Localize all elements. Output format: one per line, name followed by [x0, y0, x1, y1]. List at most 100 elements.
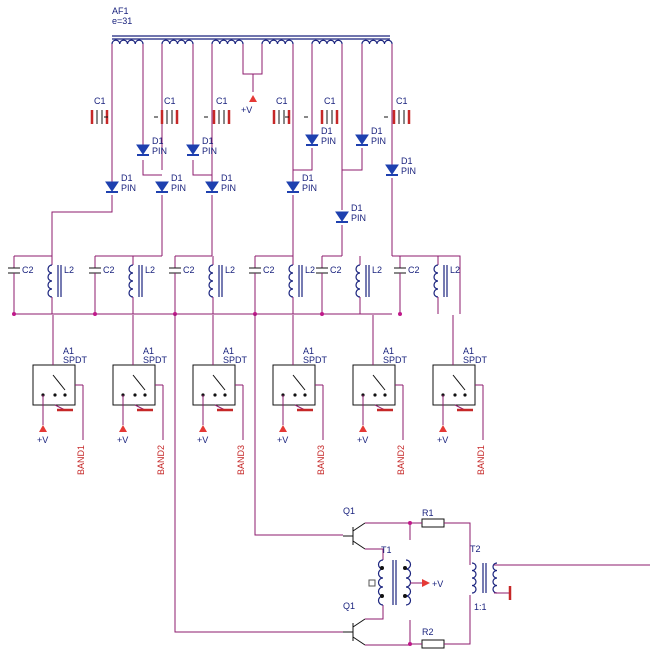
l2-label: L2: [372, 265, 382, 275]
diode-type: PIN: [121, 183, 136, 193]
diode-ref: D1: [401, 156, 413, 166]
c1-capacitor: C1: [212, 96, 231, 124]
switch-type: SPDT: [143, 355, 168, 365]
af1-core: [112, 35, 390, 40]
af1-ratio: e=31: [112, 16, 132, 26]
switch-supply: +V: [37, 435, 48, 445]
supply-label: +V: [241, 105, 252, 115]
c2-label: C2: [263, 265, 275, 275]
switch-ref: A1: [303, 346, 314, 356]
af1-winding-6: [361, 39, 393, 45]
af1-winding-1: [111, 39, 144, 45]
switch-supply: +V: [437, 435, 448, 445]
band-label: BAND3: [236, 445, 246, 475]
l2-label: L2: [145, 265, 155, 275]
c2-label: C2: [103, 265, 115, 275]
l2-label: L2: [64, 265, 74, 275]
af1-ref: AF1: [112, 6, 129, 16]
tank-circuit: C2 L2: [89, 256, 155, 316]
diode-ref: D1: [171, 173, 183, 183]
l2-label: L2: [450, 265, 460, 275]
diode-type: PIN: [302, 183, 317, 193]
diode-ref: D1: [351, 203, 363, 213]
diode-type: PIN: [152, 146, 167, 156]
c1-capacitor: C1: [320, 96, 339, 124]
diode-type: PIN: [351, 213, 366, 223]
diode-type: PIN: [371, 136, 386, 146]
diode-ref: D1: [371, 126, 383, 136]
switch-supply: +V: [357, 435, 368, 445]
af1-tap-wires: [111, 44, 393, 210]
switch-ref: A1: [463, 346, 474, 356]
c2-label: C2: [183, 265, 195, 275]
tank-circuit: C2 L2: [8, 256, 74, 316]
t2-label: T2: [470, 544, 481, 554]
af1-winding-3: [211, 39, 244, 45]
t1-supply-label: +V: [432, 579, 443, 589]
band-label: BAND1: [476, 445, 486, 475]
switch-supply: +V: [277, 435, 288, 445]
t2-windings: [471, 562, 498, 594]
switch-type: SPDT: [463, 355, 488, 365]
output-stage: Q1 Q1 T1 +V R1 R2: [174, 314, 650, 649]
c1-label: C1: [94, 96, 106, 106]
diode-ref: D1: [152, 136, 164, 146]
band-label: BAND2: [156, 445, 166, 475]
t1-label: T1: [381, 545, 392, 555]
r2-label: R2: [422, 627, 434, 637]
diode-type: PIN: [401, 166, 416, 176]
c1-label: C1: [216, 96, 228, 106]
c1-capacitor: C1: [392, 96, 411, 124]
spdt-switches: A1SPDT+VA1SPDT+VA1SPDT+VA1SPDT+VA1SPDT+V…: [32, 315, 488, 445]
t1-center-tap-box: [368, 579, 376, 587]
diode-ref: D1: [121, 173, 133, 183]
c1-label: C1: [324, 96, 336, 106]
c1-capacitor: C1: [272, 96, 291, 124]
switch-type: SPDT: [383, 355, 408, 365]
band-label: BAND1: [76, 445, 86, 475]
c2-label: C2: [22, 265, 34, 275]
pin-diodes: D1PIND1PIND1PIND1PIND1PIND1PIND1PIND1PIN…: [105, 126, 416, 223]
c1-label: C1: [276, 96, 288, 106]
diode-ref: D1: [221, 173, 233, 183]
switch-ref: A1: [383, 346, 394, 356]
l2-label: L2: [305, 265, 315, 275]
af1-windings: [111, 39, 393, 45]
c1-label: C1: [396, 96, 408, 106]
bus-wiring: [14, 148, 461, 315]
q1-lower-label: Q1: [343, 601, 355, 611]
c1-capacitor: C1: [90, 96, 109, 124]
diode-ref: D1: [302, 173, 314, 183]
c2-label: C2: [408, 265, 420, 275]
supply-top: +V: [241, 95, 257, 115]
af1-winding-5: [311, 39, 343, 45]
diode-ref: D1: [321, 126, 333, 136]
diode-ref: D1: [202, 136, 214, 146]
diode-type: PIN: [321, 136, 336, 146]
band-label: BAND2: [396, 445, 406, 475]
switch-supply: +V: [117, 435, 128, 445]
r1-label: R1: [422, 508, 434, 518]
switch-ref: A1: [223, 346, 234, 356]
t2-ratio: 1:1: [474, 602, 487, 612]
q1-upper-label: Q1: [343, 506, 355, 516]
diode-type: PIN: [221, 183, 236, 193]
